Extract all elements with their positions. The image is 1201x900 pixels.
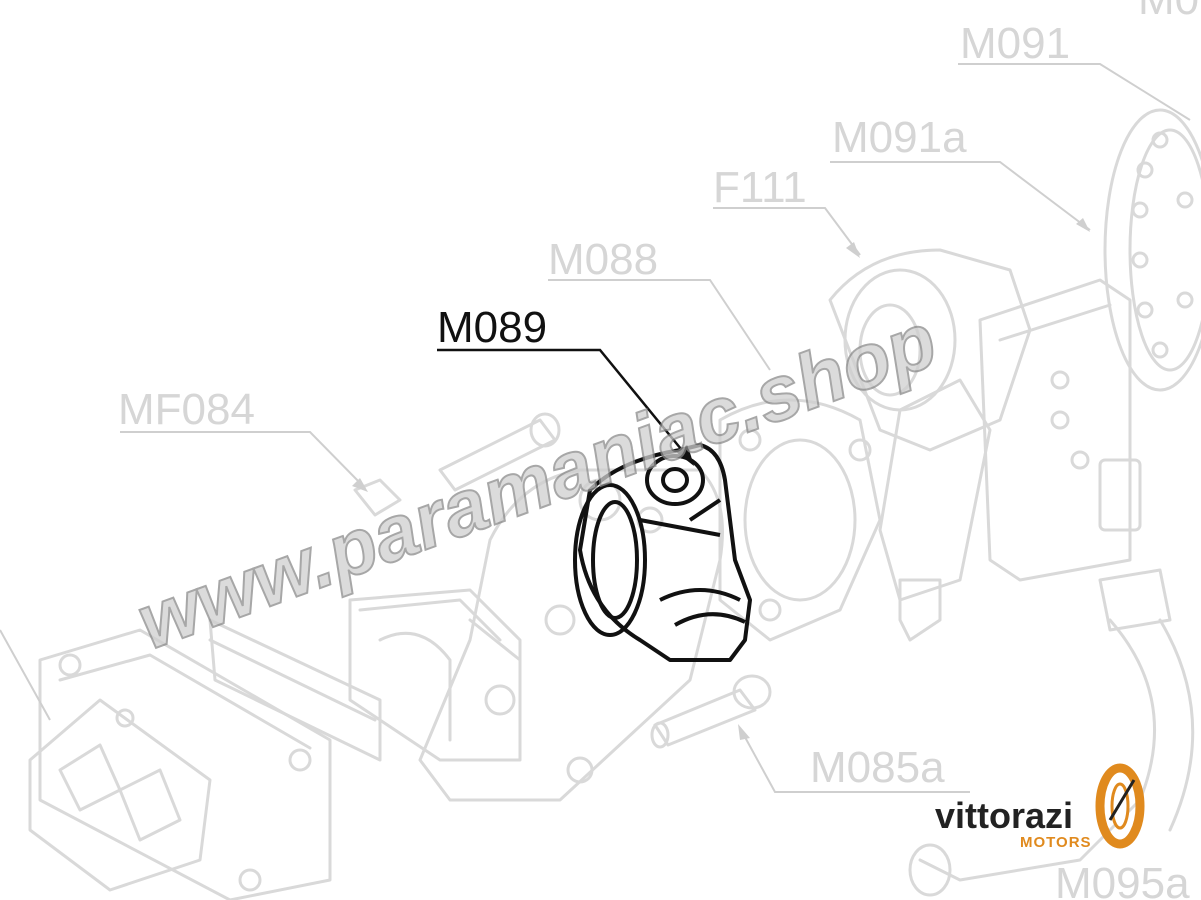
label-f111[interactable]: F111 <box>713 163 807 212</box>
brand-name: vittorazi <box>935 795 1073 836</box>
starter-pulley <box>1103 108 1201 392</box>
intake-elbow <box>348 588 522 762</box>
label-m088[interactable]: M088 <box>548 235 658 284</box>
label-m089[interactable]: M089 <box>437 303 547 352</box>
leader-lines <box>0 63 1191 793</box>
label-m091[interactable]: M091 <box>960 19 1070 68</box>
part-labels: M0 M091 M091a F111 M088 M089 MF084 M085a… <box>118 0 1199 900</box>
brand-subtitle: MOTORS <box>1020 834 1092 851</box>
long-bolt <box>438 412 561 492</box>
screw-m085a <box>650 674 772 749</box>
vittorazi-logo: vittorazi MOTORS <box>935 763 1145 851</box>
label-m095a[interactable]: M095a <box>1055 859 1190 900</box>
gasket-m088 <box>718 398 882 642</box>
label-m0-top[interactable]: M0 <box>1138 0 1199 24</box>
carburetor-body <box>828 248 1142 642</box>
reed-valve-block <box>28 618 382 900</box>
label-m091a[interactable]: M091a <box>832 113 967 162</box>
label-m085a[interactable]: M085a <box>810 743 945 792</box>
brand-emblem-icon <box>1095 763 1145 849</box>
background-parts <box>28 108 1201 900</box>
highlighted-part-m089 <box>573 443 752 662</box>
label-mf084[interactable]: MF084 <box>118 385 255 434</box>
